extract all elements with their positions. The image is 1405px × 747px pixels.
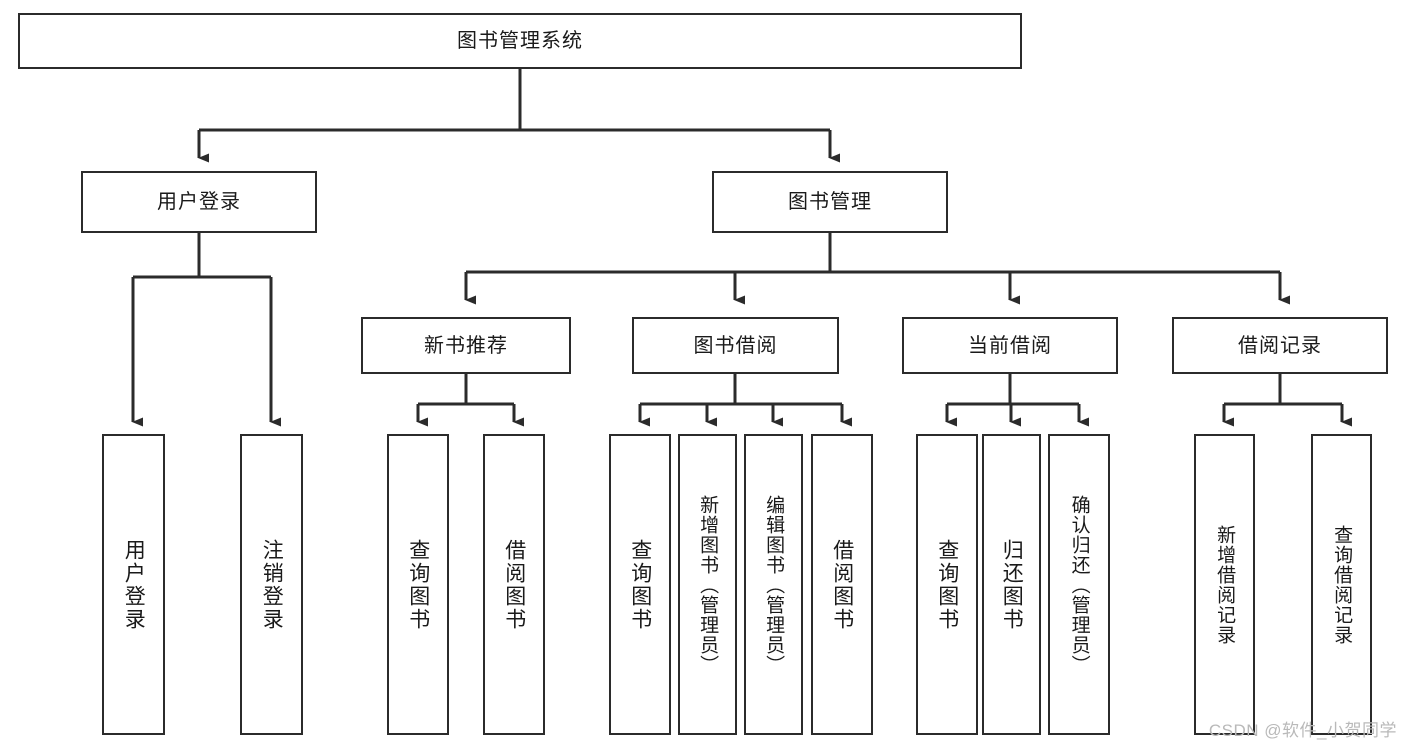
node-label: 图书借阅	[693, 334, 778, 357]
node-leaf-borrow-book-recommend[interactable]: 借阅图书	[483, 434, 545, 735]
node-leaf-add-borrow-record[interactable]: 新增借阅记录	[1194, 434, 1255, 735]
node-leaf-confirm-return[interactable]: 确认归还（管理员）	[1048, 434, 1110, 735]
node-label: 图书管理系统	[457, 30, 583, 52]
node-label: 新增图书（管理员）	[697, 494, 719, 675]
node-label: 查询借阅记录	[1331, 524, 1353, 645]
node-label: 归还图书	[1000, 538, 1024, 631]
node-label: 注销登录	[260, 538, 284, 631]
node-label: 借阅记录	[1238, 334, 1322, 357]
node-leaf-query-book-borrow[interactable]: 查询图书	[609, 434, 671, 735]
node-leaf-user-login[interactable]: 用户登录	[102, 434, 165, 735]
node-leaf-query-book-recommend[interactable]: 查询图书	[387, 434, 449, 735]
node-leaf-query-borrow-record[interactable]: 查询借阅记录	[1311, 434, 1372, 735]
node-label: 查询图书	[935, 538, 959, 631]
node-user-login[interactable]: 用户登录	[81, 171, 317, 233]
node-label: 图书管理	[788, 191, 872, 213]
node-new-book-rec[interactable]: 新书推荐	[361, 317, 571, 374]
node-label: 新书推荐	[424, 334, 508, 357]
node-current-borrow[interactable]: 当前借阅	[902, 317, 1118, 374]
node-leaf-return-book[interactable]: 归还图书	[982, 434, 1041, 735]
node-label: 用户登录	[122, 538, 146, 631]
node-book-borrow[interactable]: 图书借阅	[632, 317, 839, 374]
csdn-watermark: CSDN @软件_小贺同学	[1208, 721, 1397, 740]
node-label: 查询图书	[406, 538, 430, 631]
node-leaf-user-logout[interactable]: 注销登录	[240, 434, 303, 735]
node-label: 查询图书	[628, 538, 652, 631]
node-label: 借阅图书	[830, 538, 854, 631]
node-label: 借阅图书	[502, 538, 526, 631]
node-label: 确认归还（管理员）	[1068, 494, 1090, 675]
node-label: 用户登录	[157, 191, 241, 213]
node-book-manage[interactable]: 图书管理	[712, 171, 948, 233]
node-borrow-record[interactable]: 借阅记录	[1172, 317, 1388, 374]
node-label: 编辑图书（管理员）	[763, 494, 785, 675]
node-leaf-add-book[interactable]: 新增图书（管理员）	[678, 434, 737, 735]
node-leaf-borrow-book[interactable]: 借阅图书	[811, 434, 873, 735]
node-root-system[interactable]: 图书管理系统	[18, 13, 1022, 69]
node-leaf-edit-book[interactable]: 编辑图书（管理员）	[744, 434, 803, 735]
node-label: 新增借阅记录	[1214, 524, 1236, 645]
node-leaf-query-book-current[interactable]: 查询图书	[916, 434, 978, 735]
node-label: 当前借阅	[968, 334, 1052, 357]
